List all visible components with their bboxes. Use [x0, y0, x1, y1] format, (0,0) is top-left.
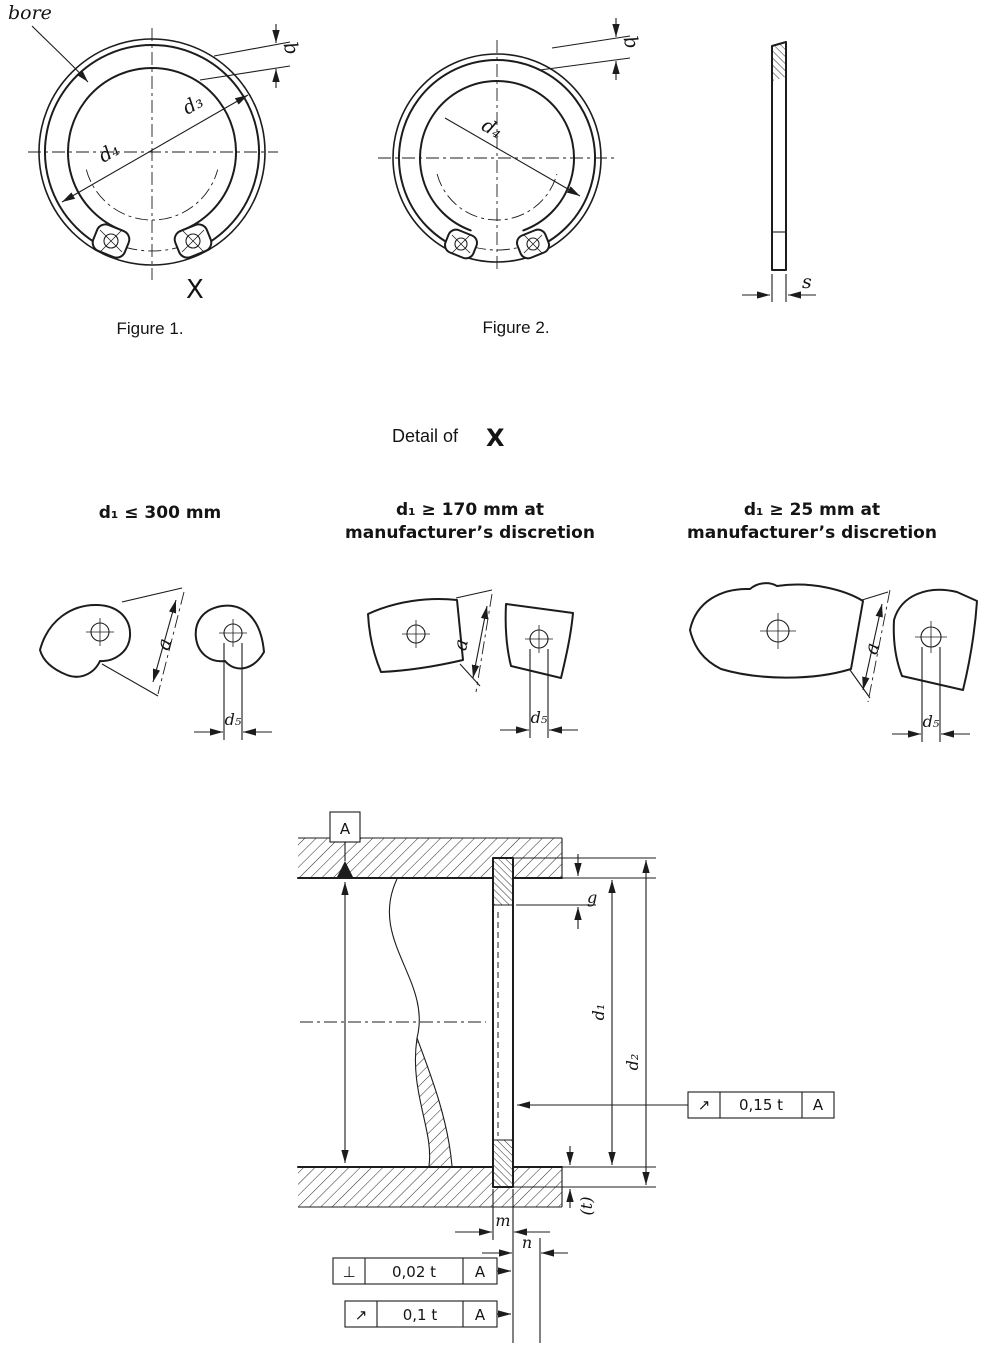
d2-dimension: d₂	[623, 860, 650, 1185]
bore-leader-arrow	[31, 25, 89, 83]
datum-a: A	[329, 811, 361, 877]
detail-heading-x-marker: X	[486, 424, 505, 452]
g-label: g	[587, 888, 597, 907]
figure2-b-label: b	[619, 34, 643, 51]
perpendicularity-symbol: ⊥	[342, 1263, 355, 1281]
n-dimension: n	[482, 1233, 568, 1257]
figure1-ring-outer-arc	[44, 43, 260, 254]
ring-section-hatch-bottom	[493, 1140, 513, 1187]
d2-label: d₂	[623, 1054, 642, 1071]
tolerance-frame-perpendicularity: ⊥ 0,02 t A	[332, 1257, 511, 1285]
side-view-section-hatch	[773, 43, 785, 81]
variant1-d5-label: d₅	[225, 710, 242, 729]
runout-lower-symbol: ↗	[355, 1306, 368, 1324]
variant1-right-lug	[194, 604, 265, 670]
datum-a-label: A	[340, 820, 351, 838]
side-view-outline	[771, 41, 787, 271]
detail-variant-1: d₁ ≤ 300 mm a d₅	[39, 503, 272, 740]
variant3-a-label: a	[860, 641, 884, 657]
figure1-right-lug-hole	[185, 233, 201, 249]
ring-cross-section	[492, 857, 514, 1188]
variant3-left-lug	[689, 582, 864, 679]
variant2-a-label: a	[449, 637, 473, 652]
runout-lower-datum: A	[475, 1306, 486, 1324]
variant3-right-lug	[892, 588, 978, 691]
figure1-b-dimension: b	[199, 24, 303, 88]
figure1-drawing: bore b d₃ d₄ X Figure 1.	[8, 2, 303, 338]
perpendicularity-value: 0,02 t	[392, 1263, 436, 1281]
variant1-d5-dimension: d₅	[194, 643, 272, 740]
figure2-ring-inner-arc	[419, 80, 575, 232]
figure2-bore-circle	[392, 53, 602, 263]
figure1-left-lug-hole	[103, 233, 119, 249]
side-view-s-label: s	[802, 271, 812, 293]
variant1-condition: d₁ ≤ 300 mm	[99, 503, 222, 523]
figure2-caption: Figure 2.	[482, 318, 549, 337]
ring-section-hatch-top	[493, 858, 513, 905]
side-view-drawing: s	[742, 41, 816, 302]
datum-triangle	[337, 861, 353, 877]
runout-upper-symbol: ↗	[698, 1096, 711, 1114]
assembly-drawing: A g d₁ d₂ ↗	[297, 811, 835, 1343]
figure1-caption: Figure 1.	[116, 319, 183, 338]
detail-heading: Detail of	[392, 426, 459, 446]
broken-out-section-hatch	[415, 1038, 452, 1166]
variant3-a-dimension: a	[849, 589, 891, 703]
variant2-d5-label: d₅	[531, 708, 548, 727]
m-dimension: m	[455, 1211, 550, 1236]
figure2-free-state-arc	[436, 173, 558, 221]
t-label: (t)	[577, 1197, 596, 1216]
perpendicularity-datum: A	[475, 1263, 486, 1281]
d1-label: d₁	[589, 1004, 608, 1021]
figure1-detail-marker-x: X	[186, 275, 204, 305]
variant2-condition-line1: d₁ ≥ 170 mm at	[396, 500, 544, 520]
detail-variant-3: d₁ ≥ 25 mm at manufacturer’s discretion …	[687, 500, 978, 742]
runout-lower-value: 0,1 t	[403, 1306, 438, 1324]
figure1-b-label: b	[279, 40, 303, 57]
variant2-a-dimension: a	[449, 589, 493, 693]
runout-upper-datum: A	[813, 1096, 824, 1114]
variant2-left-lug	[367, 598, 464, 673]
figure1-bore-circle	[38, 38, 266, 266]
variant3-condition-line1: d₁ ≥ 25 mm at	[744, 500, 880, 520]
variant3-condition-line2: manufacturer’s discretion	[687, 523, 937, 543]
tolerance-frame-runout-lower: ↗ 0,1 t A	[344, 1300, 511, 1328]
figure2-left-lug-hole	[454, 237, 468, 251]
housing-lower-section	[298, 1167, 562, 1207]
bore-label: bore	[8, 2, 52, 24]
d1-dimension: d₁	[589, 880, 616, 1165]
break-line	[388, 878, 431, 1167]
detail-variant-2: d₁ ≥ 170 mm at manufacturer’s discretion…	[345, 500, 595, 738]
tolerance-frame-runout-upper: ↗ 0,15 t A	[517, 1091, 835, 1119]
variant3-d5-dimension: d₅	[892, 647, 970, 742]
side-view-s-dimension: s	[742, 271, 816, 302]
g-dimension: g	[574, 854, 597, 929]
housing-upper-section	[298, 838, 562, 878]
figure2-ring-outer-arc	[398, 59, 596, 252]
m-label: m	[495, 1211, 510, 1230]
n-label: n	[522, 1233, 532, 1252]
variant3-d5-label: d₅	[923, 712, 940, 731]
t-dimension: (t)	[566, 1146, 596, 1216]
variant1-left-lug	[39, 603, 132, 678]
figure2-drawing: b d₄ Figure 2.	[378, 18, 643, 337]
figure2-b-dimension: b	[539, 18, 643, 80]
figure2-right-lug-hole	[526, 237, 540, 251]
variant2-d5-dimension: d₅	[500, 649, 578, 738]
runout-upper-value: 0,15 t	[739, 1096, 783, 1114]
variant1-a-dimension: a	[101, 587, 185, 697]
variant2-condition-line2: manufacturer’s discretion	[345, 523, 595, 543]
